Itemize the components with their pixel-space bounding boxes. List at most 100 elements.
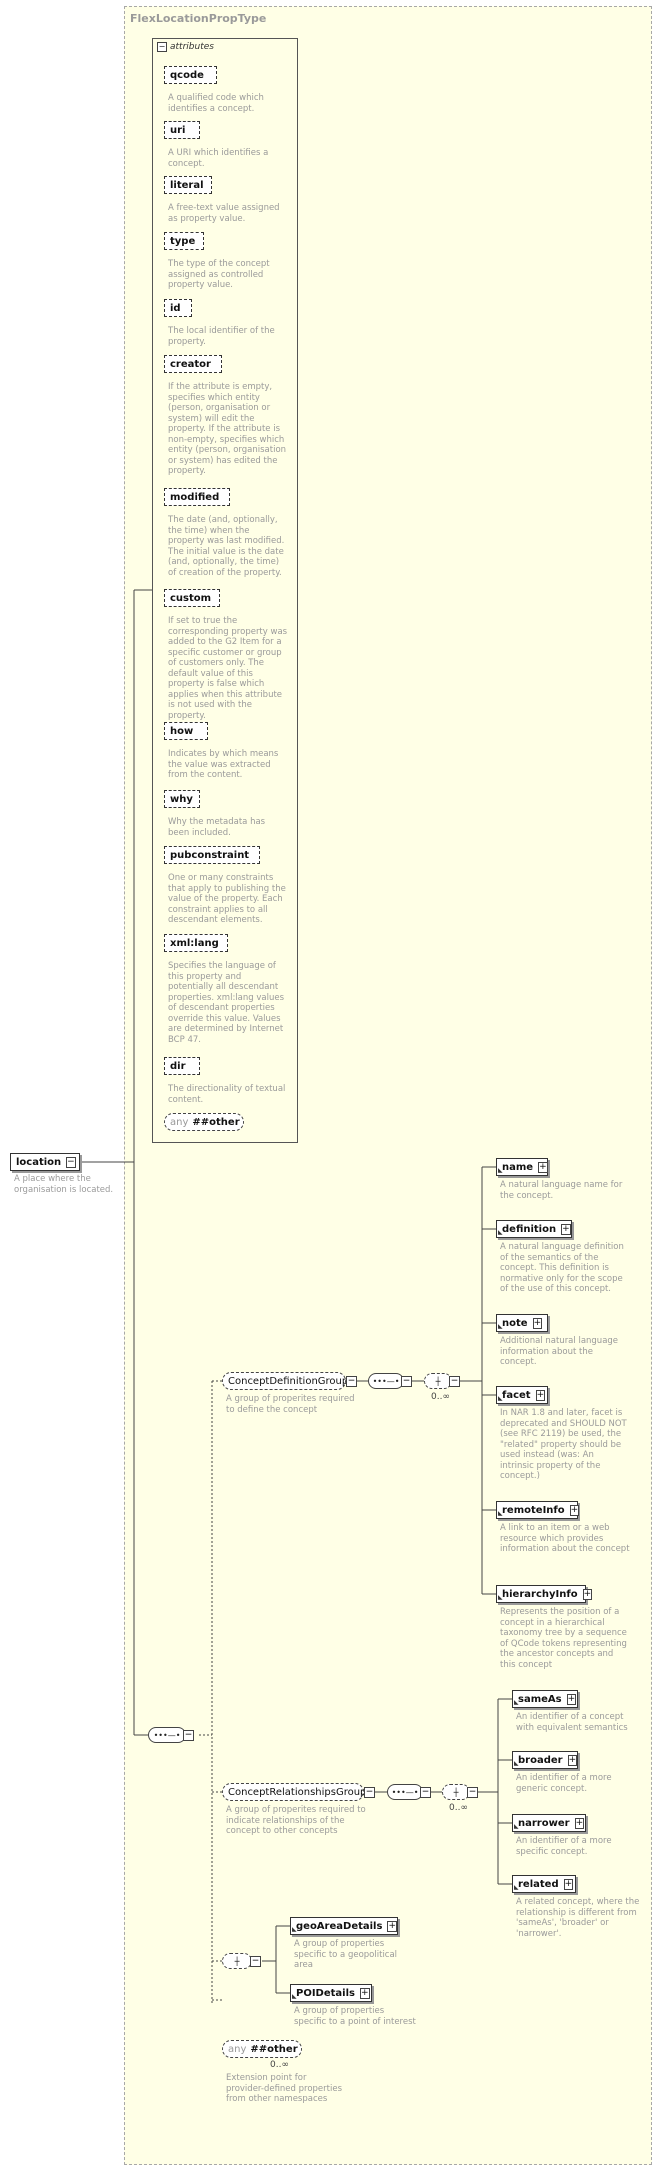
collapse-icon[interactable]: − (346, 1376, 357, 1387)
expand-icon[interactable]: + (561, 1223, 571, 1235)
attribute-label: type (170, 235, 196, 247)
collapse-icon[interactable]: − (66, 1156, 76, 1168)
group-description: A group of properites required to define… (226, 1394, 355, 1415)
expand-icon[interactable]: + (538, 1161, 548, 1173)
attribute-label: id (170, 302, 181, 314)
element-same-as[interactable]: ◣sameAs+ (512, 1690, 578, 1708)
attribute-pubconstraint[interactable]: pubconstraint (164, 846, 260, 864)
collapse-icon[interactable]: − (420, 1787, 431, 1798)
any-prefix: any (170, 1116, 189, 1128)
any-prefix: any (228, 2043, 247, 2055)
attribute-description: A URI which identifies a concept. (168, 148, 269, 169)
element-corner-icon: ◣ (514, 1823, 519, 1830)
group-concept-definition[interactable]: ConceptDefinitionGroup (222, 1372, 348, 1390)
expand-icon[interactable]: + (569, 1504, 580, 1516)
choice-compositor[interactable]: ┼ (222, 1953, 252, 1969)
element-note[interactable]: ◣note + (496, 1314, 548, 1332)
sequence-compositor[interactable]: •••—• (148, 1727, 186, 1743)
element-label: definition (502, 1223, 557, 1235)
attribute-uri[interactable]: uri (164, 121, 200, 139)
collapse-icon[interactable]: − (449, 1376, 460, 1387)
element-description: Additional natural language information … (500, 1336, 619, 1367)
attribute-description: The local identifier of the property. (168, 326, 275, 347)
element-corner-icon: ◣ (498, 1229, 503, 1236)
element-corner-icon: ◣ (498, 1323, 503, 1330)
collapse-icon[interactable]: − (250, 1956, 261, 1967)
expand-icon[interactable]: + (532, 1317, 543, 1329)
collapse-icon[interactable]: − (157, 42, 167, 52)
cardinality: 0..∞ (449, 1803, 468, 1813)
attribute-how[interactable]: how (164, 722, 208, 740)
collapse-icon[interactable]: − (467, 1787, 478, 1798)
attribute-why[interactable]: why (164, 790, 200, 808)
collapse-icon[interactable]: − (364, 1787, 375, 1798)
element-description: A natural language name for the concept. (500, 1180, 623, 1201)
expand-icon[interactable]: + (535, 1389, 546, 1401)
attribute-creator[interactable]: creator (164, 355, 222, 373)
element-description: An identifier of a more specific concept… (516, 1836, 612, 1857)
collapse-icon[interactable]: − (183, 1730, 194, 1741)
element-label: name (502, 1161, 534, 1173)
element-label: note (502, 1317, 528, 1329)
attribute-type[interactable]: type (164, 232, 204, 250)
element-related[interactable]: ◣related+ (512, 1875, 576, 1893)
attribute-custom[interactable]: custom (164, 589, 220, 607)
attribute-description: Why the metadata has been included. (168, 817, 266, 838)
any-label: ##other (192, 1116, 240, 1128)
attribute-literal[interactable]: literal (164, 176, 212, 194)
attribute-label: pubconstraint (170, 849, 250, 861)
element-label: sameAs (518, 1693, 562, 1705)
attribute-xml-lang[interactable]: xml:lang (164, 934, 228, 952)
element-poi-details[interactable]: ◣POIDetails+ (290, 1984, 372, 2002)
element-description: A group of properties specific to a geop… (294, 1939, 398, 1970)
element-corner-icon: ◣ (498, 1594, 503, 1601)
element-corner-icon: ◣ (514, 1760, 519, 1767)
element-definition[interactable]: ◣definition + (496, 1220, 572, 1238)
attribute-description: One or many constraints that apply to pu… (168, 873, 286, 925)
attribute-label: xml:lang (170, 937, 219, 949)
collapse-icon[interactable]: − (401, 1376, 412, 1387)
attribute-modified[interactable]: modified (164, 488, 230, 506)
cardinality: 0..∞ (431, 1392, 450, 1402)
root-element-location[interactable]: location − (10, 1153, 80, 1171)
element-description: In NAR 1.8 and later, facet is deprecate… (500, 1408, 627, 1481)
element-description: An identifier of a more generic concept. (516, 1773, 612, 1794)
attribute-description: If set to true the corresponding propert… (168, 616, 288, 721)
element-narrower[interactable]: ◣narrower + (512, 1814, 586, 1832)
element-corner-icon: ◣ (498, 1167, 503, 1174)
element-broader[interactable]: ◣broader + (512, 1751, 578, 1769)
element-label: hierarchyInfo (502, 1588, 578, 1600)
any-element[interactable]: any ##other (222, 2040, 302, 2058)
expand-icon[interactable]: + (359, 1987, 370, 1999)
element-description: A group of properties specific to a poin… (294, 2006, 416, 2027)
attribute-description: The directionality of textual content. (168, 1084, 286, 1105)
attribute-dir[interactable]: dir (164, 1057, 200, 1075)
group-concept-relationships[interactable]: ConceptRelationshipsGroup (222, 1783, 366, 1801)
element-label: narrower (518, 1817, 570, 1829)
element-remote-info[interactable]: ◣remoteInfo+ (496, 1501, 580, 1519)
expand-icon[interactable]: + (563, 1878, 574, 1890)
element-hierarchy-info[interactable]: ◣hierarchyInfo + (496, 1585, 593, 1603)
expand-icon[interactable]: + (387, 1920, 397, 1932)
attribute-description: A qualified code which identifies a conc… (168, 93, 264, 114)
choice-compositor[interactable]: ┼ (424, 1373, 452, 1389)
sequence-compositor[interactable]: •••—• (387, 1784, 423, 1800)
attribute-id[interactable]: id (164, 299, 192, 317)
attribute-label: qcode (170, 69, 204, 81)
choice-compositor[interactable]: ┼ (442, 1784, 470, 1800)
expand-icon[interactable]: + (574, 1817, 585, 1829)
any-attribute[interactable]: any ##other (164, 1113, 244, 1131)
element-name[interactable]: ◣name + (496, 1158, 548, 1176)
element-corner-icon: ◣ (498, 1395, 503, 1402)
expand-icon[interactable]: + (566, 1693, 577, 1705)
expand-icon[interactable]: + (582, 1588, 593, 1600)
attribute-qcode[interactable]: qcode (164, 66, 217, 84)
attributes-header[interactable]: − attributes (157, 40, 214, 54)
element-geo-area-details[interactable]: ◣geoAreaDetails+ (290, 1917, 398, 1935)
element-label: broader (518, 1754, 563, 1766)
attribute-description: A free-text value assigned as property v… (168, 203, 280, 224)
expand-icon[interactable]: + (567, 1754, 578, 1766)
element-facet[interactable]: ◣facet+ (496, 1386, 548, 1404)
sequence-compositor[interactable]: •••—• (368, 1373, 404, 1389)
